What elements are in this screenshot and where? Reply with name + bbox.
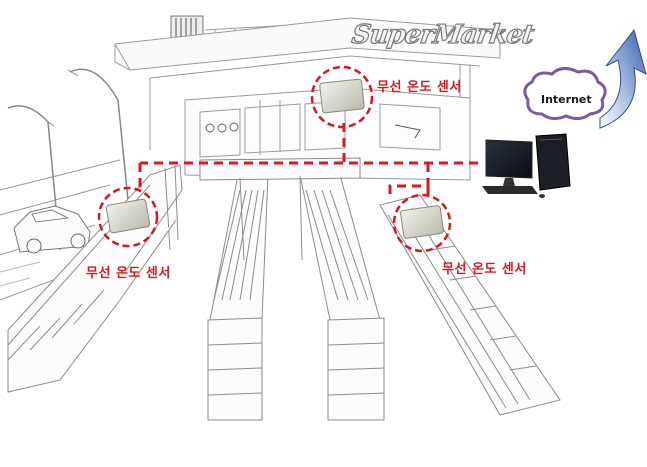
wireless-sensor-icon [97, 65, 452, 253]
sensor-label-top: 무선 온도 센서 [377, 80, 462, 95]
store-building [114, 15, 501, 181]
arrow-icon [599, 28, 647, 129]
store-shelving [7, 157, 561, 421]
network-links [138, 123, 478, 200]
desktop-computer-icon [482, 133, 571, 198]
sensor-highlight-ring [97, 186, 159, 248]
sensor-highlight-ring [392, 193, 452, 253]
sensor-top-center [319, 78, 365, 114]
internet-label: Internet [541, 93, 592, 106]
sensor-label-right: 무선 온도 센서 [442, 262, 527, 277]
sensor-highlight-ring [310, 65, 374, 129]
sensor-label-left: 무선 온도 센서 [86, 266, 171, 281]
network-line-right-run [388, 163, 430, 195]
sensor-right [400, 205, 444, 239]
street-scene [0, 68, 129, 301]
internet-cloud-icon [523, 67, 607, 121]
sensor-left [105, 198, 151, 234]
store-sign: SuperMarket [349, 19, 536, 50]
